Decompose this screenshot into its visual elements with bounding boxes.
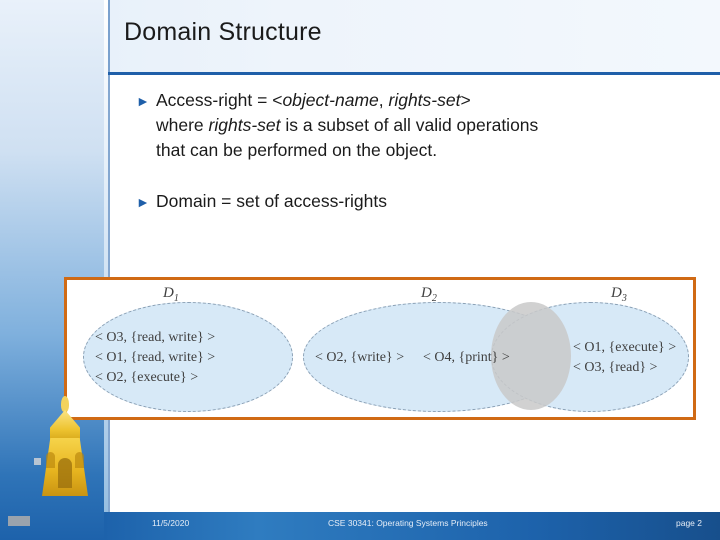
domain-d2-entry-0-wrap: < O2, {write} > [315,348,404,368]
domain-d1-entry-1: < O1, {read, write} > [95,350,216,365]
left-column-accent-line [108,0,110,540]
footer-band [104,512,720,540]
domain-label-d2-letter: D [421,285,432,301]
domain-label-d2: D2 [421,285,437,304]
where-post: is a subset of all valid operations [280,115,539,135]
access-right-pre: Access-right = < [156,90,283,110]
emblem-door [58,458,72,488]
access-right-line3: that can be performed on the object. [156,140,438,160]
access-right-comma: , [378,90,389,110]
domain-d1-entries: < O3, {read, write} > < O1, {read, write… [95,328,215,388]
golden-dome-emblem-icon [34,396,96,506]
footer-left-block [8,516,30,526]
access-right-object-name: object-name [282,90,379,110]
emblem-dome [50,410,80,442]
title-banner [0,0,720,72]
footer-page-number: page 2 [676,518,702,528]
footer-date: 11/5/2020 [152,518,190,528]
where-rights-set: rights-set [208,115,281,135]
domain-label-d1: D1 [163,285,179,304]
emblem-arch-left [46,452,55,468]
bullet-marker-icon-2: ► [136,194,150,210]
domain-ellipse-d1 [83,302,293,412]
domain-d3-entries: < O1, {execute} > < O3, {read} > [573,338,676,378]
where-pre: where [156,115,209,135]
domain-overlap-region [491,302,571,410]
domain-diagram: D1 D2 D3 < O3, {read, write} > < O1, {re… [64,277,696,420]
domain-diagram-canvas: D1 D2 D3 < O3, {read, write} > < O1, {re… [67,280,693,417]
domain-label-d1-letter: D [163,285,174,301]
domain-label-d2-sub: 2 [431,293,437,304]
emblem-accent-dot [34,458,41,465]
access-right-rights-set: rights-set [388,90,461,110]
bullet-domain: ► Domain = set of access-rights [136,189,696,214]
domain-label-d1-sub: 1 [173,293,179,304]
bullet-list: ► Access-right = <object-name, rights-se… [136,88,696,230]
title-underline-rule [0,72,720,75]
domain-d2-entry-1-wrap: < O4, {print} > [423,348,510,368]
bullet-domain-text: Domain = set of access-rights [156,191,387,211]
emblem-finial [61,396,69,412]
domain-label-d3-sub: 3 [621,293,627,304]
domain-d2-entry-1: < O4, {print} > [423,350,510,365]
bullet-marker-icon: ► [136,93,150,109]
domain-d1-entry-0: < O3, {read, write} > [95,330,216,345]
bullet-access-right: ► Access-right = <object-name, rights-se… [136,88,696,163]
domain-d1-entry-2: < O2, {execute} > [95,370,199,385]
access-right-post: > [460,90,471,110]
domain-d3-entry-0: < O1, {execute} > [573,340,677,355]
domain-d3-entry-1: < O3, {read} > [573,360,658,375]
bullet-access-right-text: Access-right = <object-name, rights-set>… [156,90,538,160]
domain-label-d3-letter: D [611,285,622,301]
left-column-separator [104,0,108,540]
footer-course: CSE 30341: Operating Systems Principles [328,518,488,528]
title-banner-gradient [0,0,720,72]
page-title: Domain Structure [124,18,322,46]
emblem-arch-right [75,452,84,468]
domain-label-d3: D3 [611,285,627,304]
domain-d2-entry-0: < O2, {write} > [315,350,405,365]
